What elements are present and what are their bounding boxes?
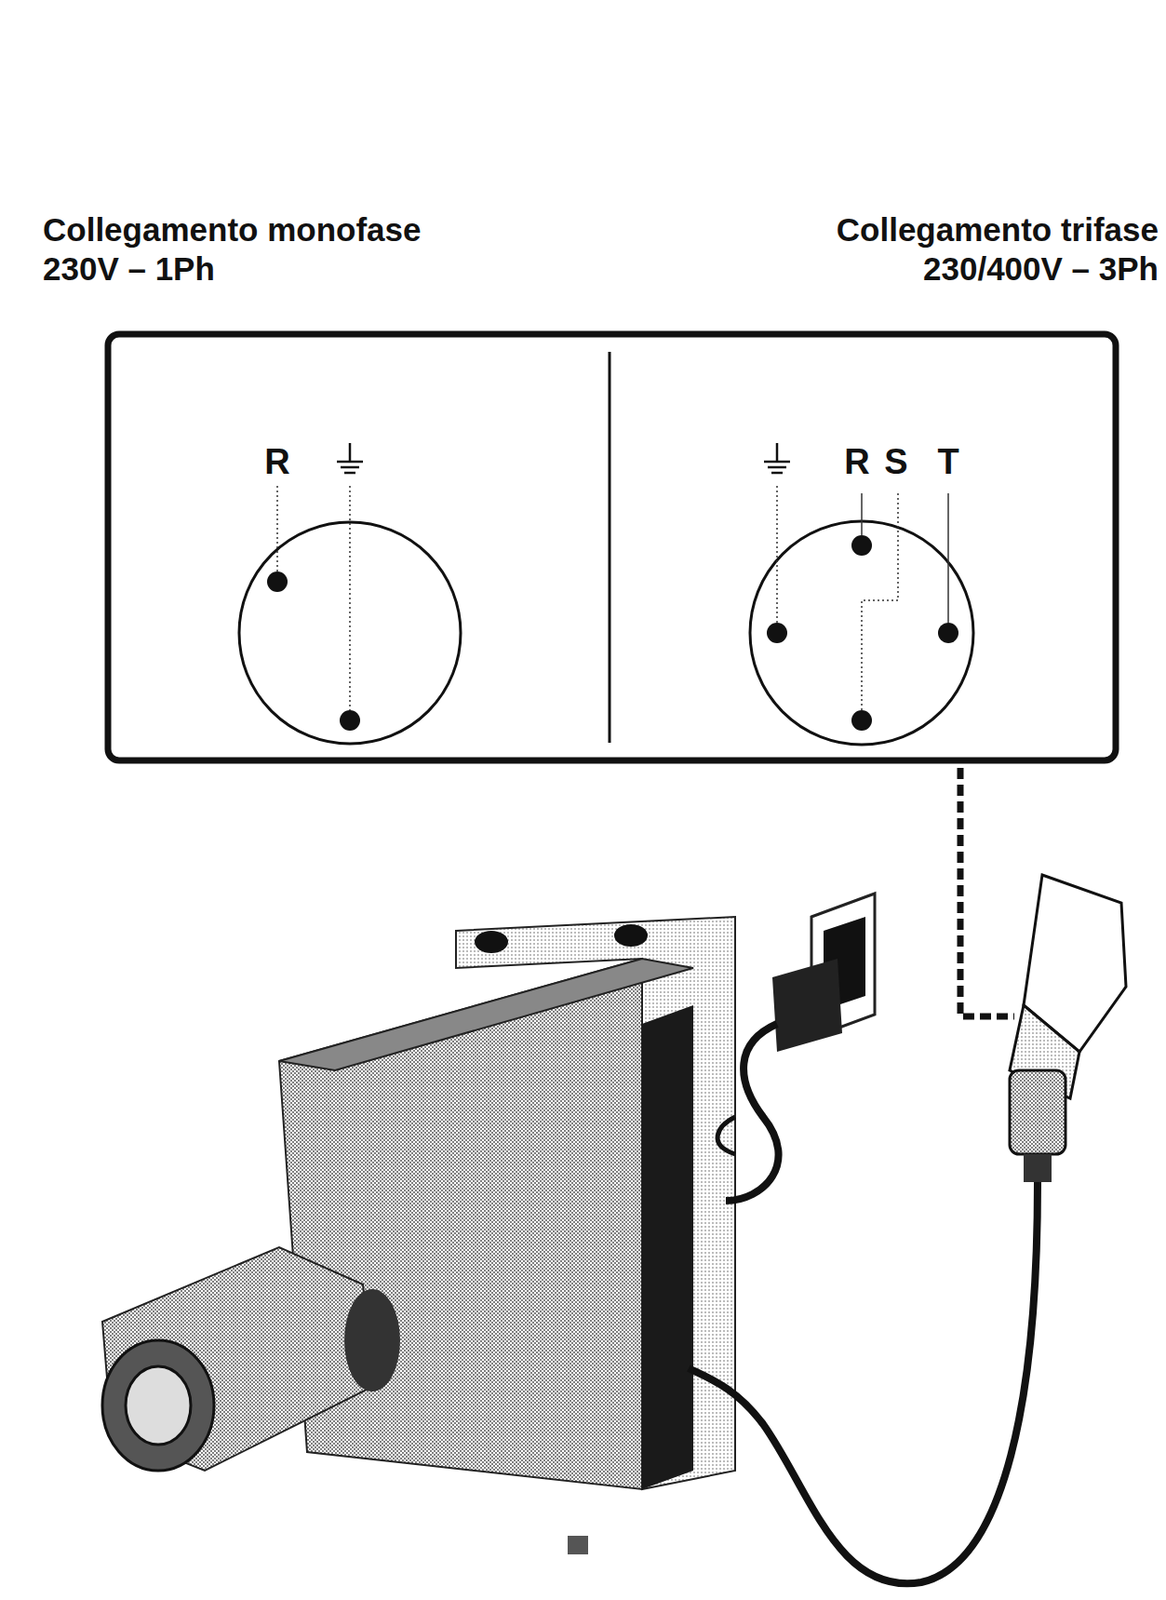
pin-name: S (884, 442, 908, 483)
pin-name: R (264, 442, 290, 483)
ground-symbol (336, 442, 363, 473)
leader-line (947, 493, 950, 623)
pin (339, 710, 361, 731)
power-cable (688, 1181, 1038, 1583)
callout-line (960, 767, 1015, 1017)
pin-name: R (844, 442, 870, 483)
industrial-plug (1009, 874, 1126, 1182)
pasta-machine (102, 916, 736, 1555)
socket-panel (107, 334, 1116, 761)
pin (851, 535, 872, 556)
socket-face (750, 521, 974, 745)
pin (851, 710, 872, 731)
socket-face (239, 522, 461, 744)
leader-line (776, 485, 778, 623)
voltage-label: 230V – 1Ph (42, 251, 215, 288)
leader-line (860, 493, 863, 536)
pin (267, 571, 288, 592)
leader-line (348, 485, 351, 711)
pin (766, 622, 788, 644)
voltage-label: 230/400V – 3Ph (923, 251, 1159, 288)
divider (608, 351, 612, 743)
leader-line (861, 493, 898, 711)
pin (938, 622, 959, 644)
ground-symbol (763, 442, 791, 473)
pin-name: T (937, 442, 959, 483)
heading: Collegamento trifase (836, 212, 1159, 249)
power-cable (717, 1116, 736, 1154)
heading: Collegamento monofase (42, 212, 421, 249)
power-cable (725, 1023, 779, 1201)
wall-socket (772, 893, 875, 1052)
leader-line (276, 485, 279, 572)
